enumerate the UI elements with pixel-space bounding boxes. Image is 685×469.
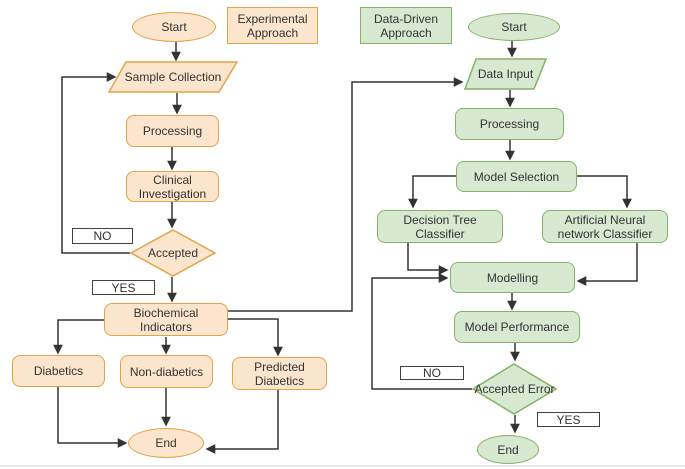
edge-exp-biochem-to-datainput: [228, 77, 464, 312]
exp-sample-collection-node: Sample Collection: [107, 61, 239, 93]
exp-end-node: End: [128, 428, 204, 458]
exp-processing-node: Processing: [126, 115, 219, 147]
edge-exp-biochem-to-predicted: [228, 318, 283, 357]
edge-exp-accepted-no-loop: [61, 72, 130, 254]
parallelogram-shape: [463, 58, 548, 90]
dd-no-label: NO: [423, 366, 441, 380]
dd-model-selection-node: Model Selection: [456, 161, 577, 192]
exp-non-diabetics-node: Non-diabetics: [120, 355, 213, 388]
dd-end-node: End: [477, 435, 539, 464]
edge-dd-modelselection-to-decisiontree: [408, 175, 457, 209]
dd-data-input-node: Data Input: [463, 58, 548, 90]
dd-data-input-label: Data Input: [477, 67, 534, 81]
exp-predicted-diabetics-node: Predicted Diabetics: [232, 357, 327, 390]
dd-accepted-error-decision-node: Accepted Error: [471, 363, 558, 415]
diamond-shape: [471, 363, 558, 415]
dd-modelling-label: Modelling: [486, 270, 539, 285]
dd-decision-tree-node: Decision Tree Classifier: [377, 210, 503, 243]
exp-approach-badge-label: Experimental Approach: [237, 11, 308, 40]
diamond-shape: [129, 229, 217, 277]
exp-start-label: Start: [161, 20, 187, 34]
dd-start-node: Start: [468, 13, 560, 41]
edge-dd-acceptederror-no-loop: [371, 273, 472, 390]
parallelogram-shape: [107, 61, 239, 93]
exp-clinical-investigation-label: Clinical Investigation: [138, 172, 207, 201]
exp-diabetics-label: Diabetics: [33, 364, 84, 378]
exp-yes-label-box: YES: [92, 280, 155, 295]
exp-processing-label: Processing: [142, 124, 203, 138]
edge-dd-modelselection-to-ann: [577, 175, 632, 209]
exp-predicted-diabetics-label: Predicted Diabetics: [254, 359, 305, 388]
exp-no-label: NO: [93, 229, 112, 243]
dd-yes-label: YES: [556, 412, 581, 427]
edge-dd-ann-to-modelling: [576, 243, 638, 286]
exp-yes-label: YES: [111, 280, 136, 295]
dd-approach-badge: Data-Driven Approach: [360, 7, 452, 44]
dd-modelling-node: Modelling: [450, 262, 575, 293]
edge-dd-decisiontree-to-modelling: [407, 243, 449, 275]
dd-yes-label-box: YES: [537, 412, 600, 427]
exp-non-diabetics-label: Non-diabetics: [129, 364, 204, 379]
exp-biochemical-indicators-node: Biochemical Indicators: [104, 303, 228, 336]
dd-model-performance-node: Model Performance: [454, 311, 580, 343]
dd-start-label: Start: [501, 20, 527, 34]
page-bottom-divider: [0, 465, 685, 467]
exp-sample-collection-label: Sample Collection: [124, 70, 222, 84]
dd-end-label: End: [497, 442, 519, 457]
exp-no-label-box: NO: [72, 228, 133, 244]
edge-exp-predicted-to-end: [205, 390, 279, 454]
exp-start-node: Start: [132, 12, 216, 42]
exp-diabetics-node: Diabetics: [12, 355, 105, 387]
dd-model-selection-label: Model Selection: [473, 169, 560, 184]
exp-clinical-investigation-node: Clinical Investigation: [126, 171, 219, 202]
exp-end-label: End: [155, 436, 177, 450]
dd-no-label-box: NO: [400, 366, 464, 380]
dd-processing-node: Processing: [455, 108, 564, 140]
dd-ann-classifier-node: Artificial Neural network Classifier: [542, 210, 668, 243]
edge-exp-diabetics-to-end: [57, 387, 128, 448]
edge-exp-biochem-to-diabetics: [53, 319, 104, 355]
exp-accepted-decision-node: Accepted: [129, 229, 217, 277]
exp-biochemical-indicators-label: Biochemical Indicators: [133, 305, 199, 334]
dd-ann-classifier-label: Artificial Neural network Classifier: [557, 212, 653, 241]
exp-accepted-label: Accepted: [147, 246, 199, 260]
dd-decision-tree-label: Decision Tree Classifier: [403, 212, 477, 241]
dd-approach-badge-label: Data-Driven Approach: [373, 11, 439, 40]
exp-approach-badge: Experimental Approach: [227, 7, 318, 44]
dd-accepted-error-label: Accepted Error: [474, 382, 555, 396]
dd-processing-label: Processing: [479, 117, 540, 131]
dd-model-performance-label: Model Performance: [464, 320, 570, 334]
